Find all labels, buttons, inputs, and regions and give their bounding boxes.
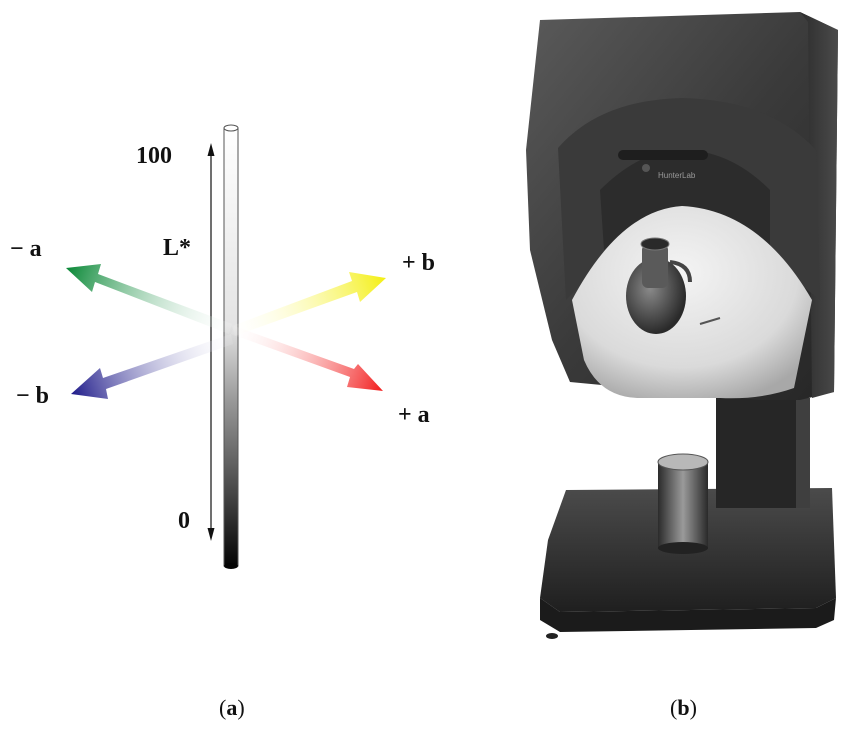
- colorimeter-illustration: HunterLab: [526, 12, 838, 639]
- support-column: [716, 398, 810, 508]
- caption-b: (b): [670, 695, 697, 721]
- viewing-nozzle: [626, 237, 692, 334]
- device-brand-text: HunterLab: [658, 171, 696, 180]
- caption-b-letter: b: [677, 695, 690, 720]
- minus-a-label: − a: [10, 236, 42, 262]
- plus-a-arrow: [231, 326, 383, 391]
- caption-a-open: (: [219, 695, 227, 720]
- sample-cup: [657, 453, 709, 554]
- cielab-diagram: 100 L* 0 − a + b − b + a: [0, 0, 470, 640]
- minus-a-arrow: [66, 264, 232, 334]
- lightness-cylinder: [223, 124, 239, 569]
- colorimeter-photo: HunterLab: [470, 0, 846, 640]
- caption-a-letter: a: [226, 695, 238, 720]
- minus-b-label: − b: [16, 383, 49, 409]
- minus-b-arrow: [71, 334, 233, 399]
- caption-b-close: ): [689, 695, 697, 720]
- white-body: [572, 206, 812, 399]
- cielab-diagram-svg: 100 L* 0 − a + b − b + a: [10, 124, 435, 569]
- plus-b-arrow: [232, 272, 386, 336]
- caption-a-close: ): [237, 695, 245, 720]
- plus-b-label: + b: [402, 250, 435, 276]
- caption-a: (a): [219, 695, 245, 721]
- caption-b-open: (: [670, 695, 678, 720]
- front-hood: HunterLab: [558, 98, 820, 300]
- lightness-bottom-label: 0: [178, 508, 190, 534]
- plus-a-label: + a: [398, 402, 430, 428]
- lightness-axis-label: L*: [163, 235, 191, 261]
- lightness-top-label: 100: [136, 143, 172, 169]
